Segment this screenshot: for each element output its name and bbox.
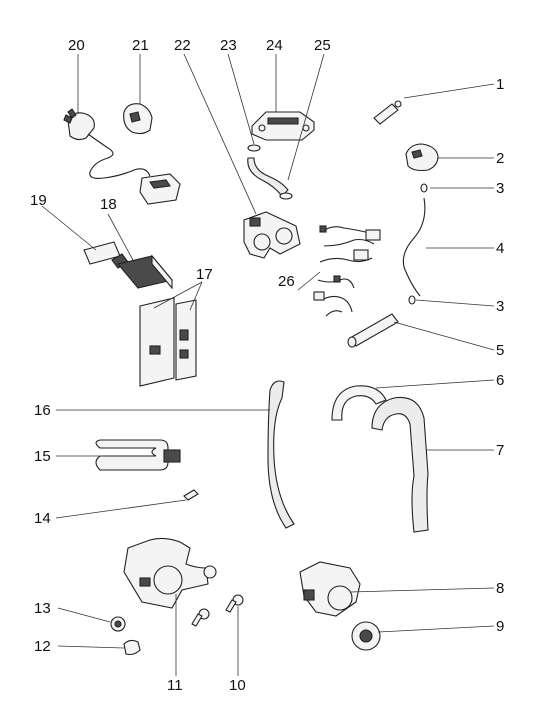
door-interlock-part: [251, 111, 315, 141]
hose-bracket-part: [331, 385, 387, 421]
cap-part: [110, 616, 126, 632]
callout-15: 15: [34, 448, 51, 465]
screw-part: [225, 594, 244, 613]
callout-1: 1: [496, 76, 504, 93]
wiring-harness-part: [313, 225, 381, 317]
callout-4: 4: [496, 240, 504, 257]
callout-13: 13: [34, 600, 51, 617]
callout-2: 2: [496, 150, 504, 167]
callout-8: 8: [496, 580, 504, 597]
callout-5: 5: [496, 342, 504, 359]
callout-3-lower: 3: [496, 298, 504, 315]
callout-23: 23: [220, 37, 237, 54]
power-cord-part: [63, 108, 181, 205]
inlet-valve-part: [243, 211, 301, 259]
callout-16: 16: [34, 402, 51, 419]
cord-clip-part: [123, 103, 153, 135]
screw-small-part: [191, 608, 210, 627]
callout-25: 25: [314, 37, 331, 54]
pressure-switch-part: [405, 143, 439, 172]
callout-17: 17: [196, 266, 213, 283]
clamp-hose-part: [247, 144, 293, 200]
pressure-hose-part: [402, 183, 428, 305]
callout-3-upper: 3: [496, 180, 504, 197]
fitting-part: [373, 100, 402, 125]
leader-lines: [41, 53, 495, 676]
control-board-part: [139, 297, 197, 387]
drain-hose-part: [371, 396, 429, 533]
callout-9: 9: [496, 618, 504, 635]
sensor-part: [183, 489, 199, 501]
drain-pump-part: [123, 537, 217, 609]
callout-labels: 1 2 3 3 4 5 6 7 8 9 10 11 12 13 14 15 16…: [30, 37, 504, 694]
callout-18: 18: [100, 196, 117, 213]
callout-11: 11: [167, 677, 183, 694]
filter-part: [351, 621, 381, 651]
heater-part: [95, 439, 181, 471]
callout-12: 12: [34, 638, 51, 655]
callout-19: 19: [30, 192, 47, 209]
callout-22: 22: [174, 37, 191, 54]
callout-7: 7: [496, 442, 504, 459]
callout-26: 26: [278, 273, 295, 290]
callout-24: 24: [266, 37, 283, 54]
callout-6: 6: [496, 372, 504, 389]
tube-part: [347, 313, 399, 348]
callout-14: 14: [34, 510, 51, 527]
callout-10: 10: [229, 677, 246, 694]
circulation-pump-part: [299, 561, 361, 617]
callout-21: 21: [132, 37, 149, 54]
clip-part: [123, 639, 141, 656]
long-hose-part: [267, 380, 295, 529]
control-module-part: [83, 241, 173, 290]
callout-20: 20: [68, 37, 85, 54]
